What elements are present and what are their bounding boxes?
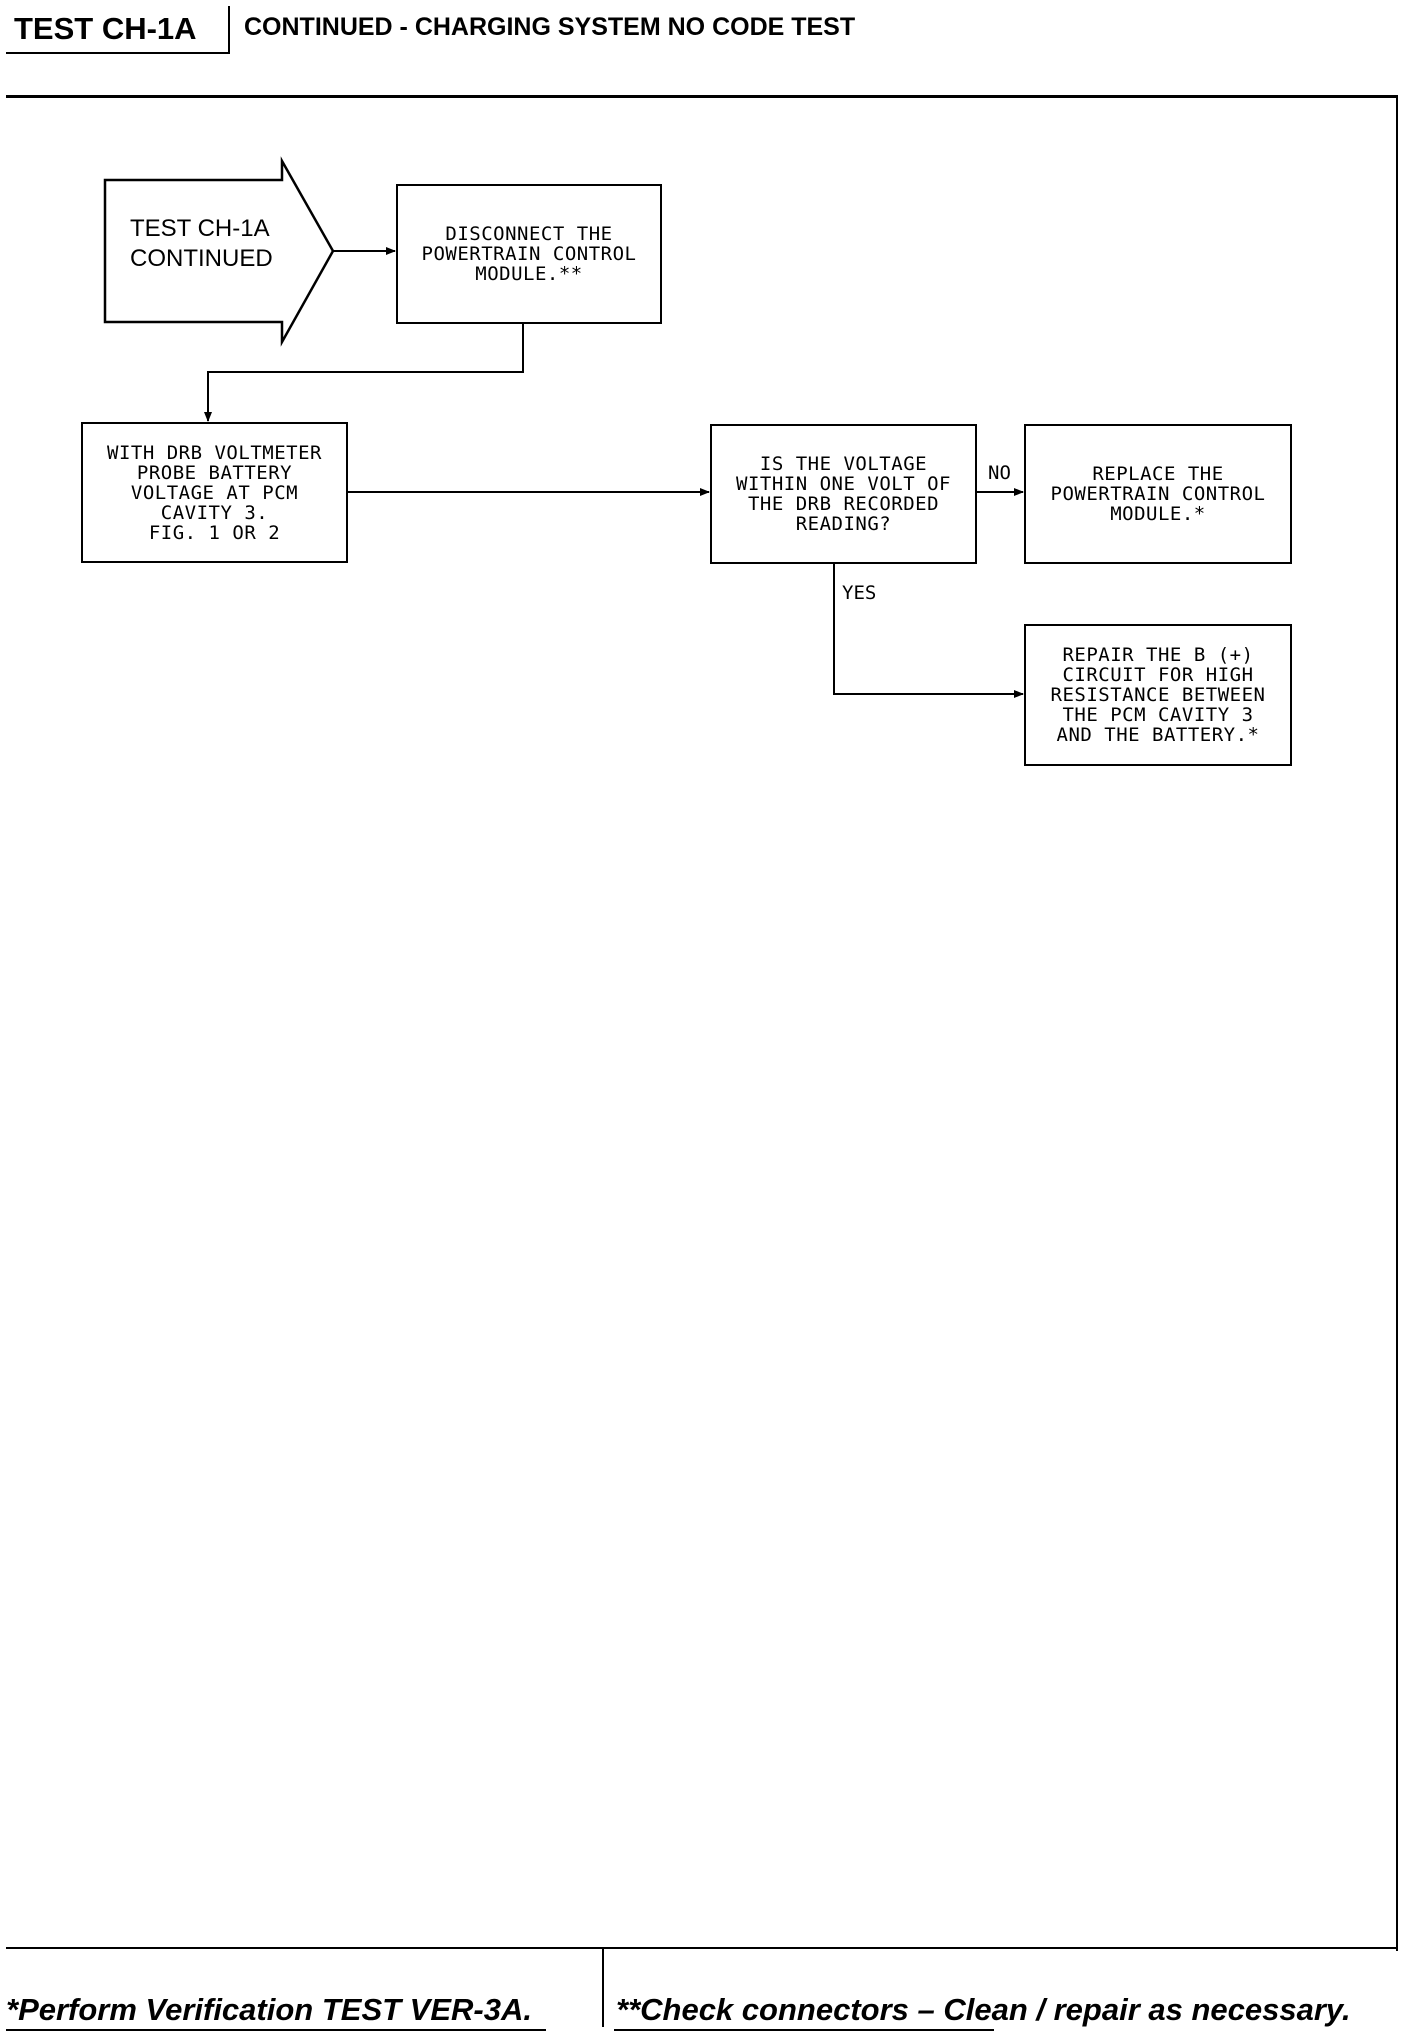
footer-column-divider — [602, 1949, 604, 2027]
footer-note-verification: *Perform Verification TEST VER-3A. — [6, 1992, 532, 2027]
start-label: TEST CH-1A CONTINUED — [130, 215, 273, 272]
step-repair-text: REPAIR THE B (+) CIRCUIT FOR HIGH RESIST… — [1050, 644, 1266, 746]
step-disconnect-pcm: DISCONNECT THE POWERTRAIN CONTROL MODULE… — [396, 184, 662, 324]
footer-underline-right — [614, 2029, 994, 2031]
footer-note-connectors: **Check connectors – Clean / repair as n… — [616, 1992, 1351, 2027]
step-replace-text: REPLACE THE POWERTRAIN CONTROL MODULE.* — [1050, 463, 1266, 525]
step-repair-circuit: REPAIR THE B (+) CIRCUIT FOR HIGH RESIST… — [1024, 624, 1292, 766]
start-arrow-shape — [103, 156, 335, 347]
branch-label-yes: YES — [842, 582, 877, 604]
step-probe-voltage: WITH DRB VOLTMETER PROBE BATTERY VOLTAGE… — [81, 422, 348, 563]
page-title: CONTINUED - CHARGING SYSTEM NO CODE TEST — [244, 13, 856, 41]
connector-question-to-repair — [833, 564, 1024, 698]
connector-disconnect-to-probe — [204, 324, 524, 422]
right-border — [1396, 95, 1398, 1951]
header-divider — [6, 95, 1398, 98]
step-probe-text: WITH DRB VOLTMETER PROBE BATTERY VOLTAGE… — [107, 441, 322, 544]
step-replace-pcm: REPLACE THE POWERTRAIN CONTROL MODULE.* — [1024, 424, 1292, 564]
test-id-label: TEST CH-1A — [6, 6, 230, 54]
decision-text: IS THE VOLTAGE WITHIN ONE VOLT OF THE DR… — [736, 453, 951, 535]
step-disconnect-text: DISCONNECT THE POWERTRAIN CONTROL MODULE… — [421, 223, 637, 285]
footer-underline-left — [6, 2029, 546, 2031]
branch-label-no: NO — [988, 462, 1011, 484]
decision-voltage-within-one-volt: IS THE VOLTAGE WITHIN ONE VOLT OF THE DR… — [710, 424, 977, 564]
footer-divider — [6, 1947, 1398, 1949]
